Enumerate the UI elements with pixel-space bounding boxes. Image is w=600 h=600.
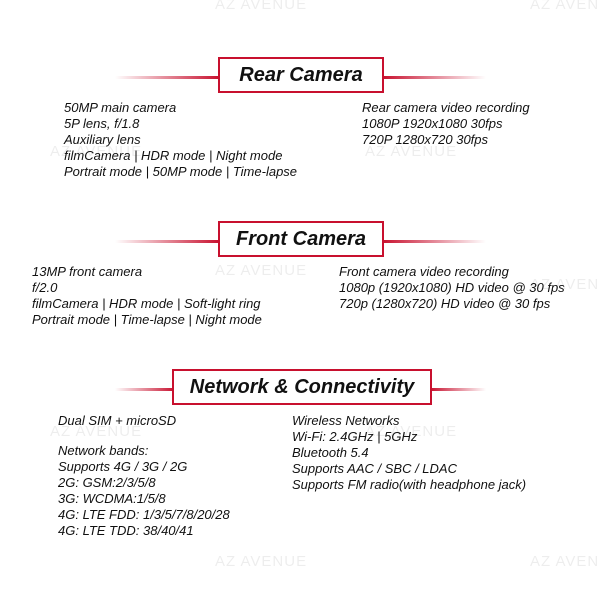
front-camera-title-box: Front Camera: [218, 221, 384, 257]
spec-line: 720P 1280x720 30fps: [362, 132, 489, 147]
watermark: AZ AVENUE: [365, 423, 458, 440]
watermark: AZ AVENUE: [50, 423, 143, 440]
spec-line: filmCamera | HDR mode | Soft-light ring: [32, 296, 261, 311]
spec-line: 5P lens, f/1.8: [64, 116, 140, 131]
spec-line: Dual SIM + microSD: [58, 413, 177, 428]
watermark: AZ AVENUE: [215, 553, 308, 570]
front-camera-rule-left: [115, 240, 220, 243]
spec-line: 2G: GSM:2/3/5/8: [58, 475, 156, 490]
watermark: AZ AVENUE: [530, 553, 600, 570]
rear-camera-title-box: Rear Camera: [218, 57, 384, 93]
watermark: AZ AVENUE: [365, 143, 458, 160]
spec-line: f/2.0: [32, 280, 58, 295]
watermark: AZ AVENUE: [215, 262, 308, 279]
spec-line: Supports 4G / 3G / 2G: [58, 459, 188, 474]
rear-camera-video: Rear camera video recording 1080P 1920x1…: [362, 100, 530, 148]
front-camera-specs: 13MP front camera f/2.0 filmCamera | HDR…: [32, 264, 262, 328]
watermark: AZ AVENUE: [530, 0, 600, 13]
watermark: AZ AVENUE: [530, 276, 600, 293]
spec-line: filmCamera | HDR mode | Night mode: [64, 148, 283, 163]
rear-camera-header: Rear Camera: [0, 57, 600, 97]
spec-line: Supports AAC / SBC / LDAC: [292, 461, 457, 476]
spec-line: Front camera video recording: [339, 264, 509, 279]
spec-line: Bluetooth 5.4: [292, 445, 369, 460]
front-camera-rule-right: [382, 240, 486, 243]
spec-line: Portrait mode | Time-lapse | Night mode: [32, 312, 262, 327]
rear-camera-title: Rear Camera: [239, 63, 363, 86]
spec-line: 3G: WCDMA:1/5/8: [58, 491, 166, 506]
network-specs: Dual SIM + microSD Network bands: Suppor…: [58, 413, 230, 539]
rear-camera-rule-right: [382, 76, 486, 79]
spec-line: Network bands:: [58, 443, 149, 458]
spec-line: Wi-Fi: 2.4GHz | 5GHz: [292, 429, 418, 444]
network-title-box: Network & Connectivity: [172, 369, 432, 405]
spec-line: 13MP front camera: [32, 264, 143, 279]
spec-line: Rear camera video recording: [362, 100, 530, 115]
front-camera-title: Front Camera: [235, 227, 367, 250]
spec-line: 4G: LTE TDD: 38/40/41: [58, 523, 194, 538]
spec-line: 1080p (1920x1080) HD video @ 30 fps: [339, 280, 565, 295]
spec-line: Wireless Networks: [292, 413, 400, 428]
spec-line: 50MP main camera: [64, 100, 177, 115]
network-title: Network & Connectivity: [189, 375, 415, 398]
spec-line: Auxiliary lens: [64, 132, 141, 147]
rear-camera-rule-left: [115, 76, 220, 79]
wireless-specs: Wireless Networks Wi-Fi: 2.4GHz | 5GHz B…: [292, 413, 526, 493]
watermark: AZ AVENUE: [215, 0, 308, 13]
network-header: Network & Connectivity: [0, 369, 600, 409]
rear-camera-specs: 50MP main camera 5P lens, f/1.8 Auxiliar…: [64, 100, 297, 180]
spec-line: 720p (1280x720) HD video @ 30 fps: [339, 296, 551, 311]
spec-line: Portrait mode | 50MP mode | Time-lapse: [64, 164, 298, 179]
spec-line: Supports FM radio(with headphone jack): [292, 477, 527, 492]
front-camera-video: Front camera video recording 1080p (1920…: [339, 264, 565, 312]
spec-line: 4G: LTE FDD: 1/3/5/7/8/20/28: [58, 507, 230, 522]
network-rule-left: [115, 388, 175, 391]
front-camera-header: Front Camera: [0, 221, 600, 261]
network-rule-right: [430, 388, 486, 391]
watermark: AZ AVENUE: [50, 143, 143, 160]
spec-line: 1080P 1920x1080 30fps: [362, 116, 503, 131]
